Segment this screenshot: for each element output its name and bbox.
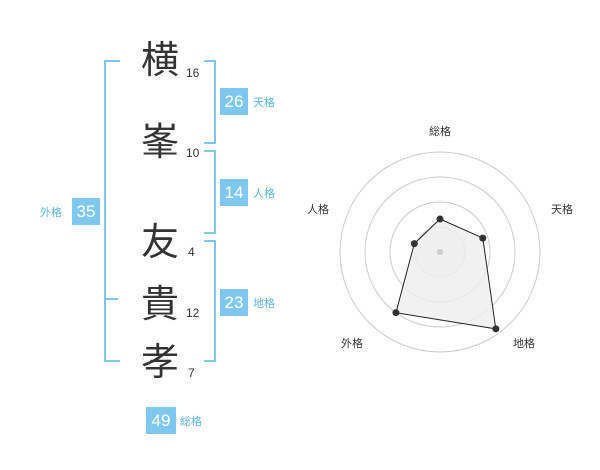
- radar-point-tenkaku: [479, 234, 487, 242]
- name-char-3: 友: [140, 220, 179, 264]
- gaikaku-bracket: [104, 60, 120, 362]
- radar-axis-label-tenkaku: 天格: [551, 203, 573, 216]
- soukaku-value-badge: 49: [146, 407, 176, 434]
- stroke-count-3: 4: [188, 245, 195, 259]
- radar-ring: [339, 151, 541, 353]
- jinkaku-bracket: [204, 150, 216, 234]
- gaikaku-label: 外格: [40, 206, 62, 219]
- gaikaku-value-badge: 35: [72, 198, 100, 225]
- tenkaku-value-badge: 26: [220, 88, 248, 115]
- radar-axis-label-gaikaku: 外格: [341, 337, 363, 350]
- radar-point-soukaku: [436, 215, 444, 223]
- radar-ring: [364, 176, 516, 328]
- name-char-1: 横: [140, 38, 179, 82]
- radar-center-dot: [437, 249, 443, 255]
- radar-value-polygon: [395, 218, 497, 330]
- radar-axis-label-jinkaku: 人格: [307, 203, 329, 216]
- tenkaku-label: 天格: [253, 96, 275, 109]
- stroke-count-2: 10: [186, 146, 200, 160]
- jinkaku-label: 人格: [253, 187, 275, 200]
- jinkaku-value-badge: 14: [220, 179, 248, 206]
- stroke-count-1: 16: [186, 66, 200, 80]
- soukaku-label: 総格: [180, 415, 202, 428]
- radar-axis-label-chikaku: 地格: [513, 337, 535, 350]
- name-char-2: 峯: [140, 120, 179, 164]
- radar-point-chikaku: [492, 325, 500, 333]
- radar-point-jinkaku: [410, 240, 418, 248]
- radar-axis-label-soukaku: 総格: [429, 125, 451, 138]
- stroke-count-4: 12: [186, 306, 200, 320]
- chikaku-value-badge: 23: [220, 289, 248, 316]
- name-char-5: 孝: [140, 340, 179, 384]
- radar-point-gaikaku: [392, 309, 400, 317]
- chikaku-label: 地格: [253, 297, 275, 310]
- chikaku-bracket: [204, 240, 216, 362]
- gaikaku-bracket-mid: [104, 298, 118, 300]
- stroke-count-5: 7: [188, 366, 195, 380]
- name-char-4: 貴: [140, 282, 179, 326]
- tenkaku-bracket: [204, 60, 216, 144]
